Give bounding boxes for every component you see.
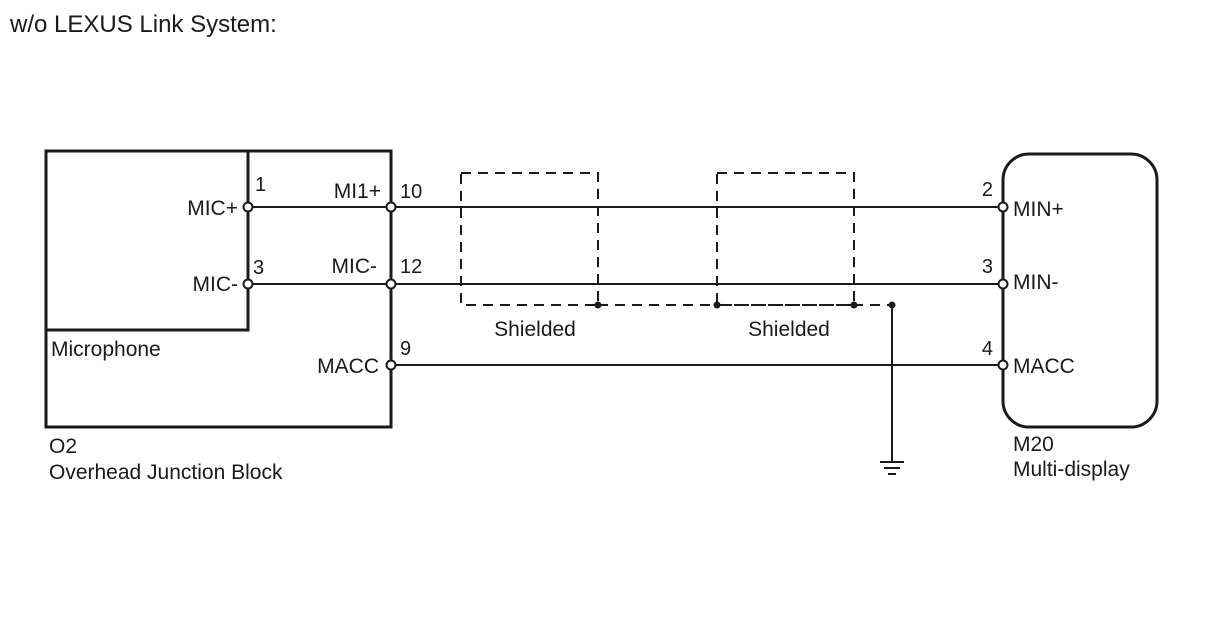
multi-display-code: M20 xyxy=(1013,433,1054,456)
pin-number-jb-mic-minus: 12 xyxy=(400,256,422,278)
pin-number-min-minus: 3 xyxy=(982,256,993,278)
terminal-jb-mic-minus xyxy=(385,278,397,290)
junction-block-name: Overhead Junction Block xyxy=(49,461,283,484)
terminal-mic-minus xyxy=(242,278,254,290)
shield-label-1: Shielded xyxy=(494,318,576,341)
multi-display-box xyxy=(1001,152,1159,429)
shield-junction-dot xyxy=(850,301,858,309)
junction-block-code: O2 xyxy=(49,435,77,458)
microphone-box xyxy=(46,149,250,332)
diagram-title: w/o LEXUS Link System: xyxy=(9,11,277,38)
pin-name-mic-plus: MIC+ xyxy=(187,197,238,220)
pin-number-min-plus: 2 xyxy=(982,179,993,201)
pin-name-min-minus: MIN- xyxy=(1013,271,1059,294)
terminal-min-minus xyxy=(997,278,1009,290)
terminal-mi1-plus xyxy=(385,201,397,213)
shield-junction-dot xyxy=(594,301,602,309)
microphone-label: Microphone xyxy=(51,338,161,361)
pin-number-md-macc: 4 xyxy=(982,338,993,360)
multi-display-name: Multi-display xyxy=(1013,458,1130,481)
pin-name-jb-macc: MACC xyxy=(317,355,379,378)
terminal-jb-macc xyxy=(385,359,397,371)
pin-number-jb-macc: 9 xyxy=(400,338,411,360)
shield-label-2: Shielded xyxy=(748,318,830,341)
pin-name-mi1-plus: MI1+ xyxy=(334,180,381,203)
terminal-min-plus xyxy=(997,201,1009,213)
pin-name-min-plus: MIN+ xyxy=(1013,198,1064,221)
terminal-mic-plus xyxy=(242,201,254,213)
terminal-md-macc xyxy=(997,359,1009,371)
pin-number-mic-minus: 3 xyxy=(253,257,264,279)
shield-2 xyxy=(716,172,855,306)
pin-name-md-macc: MACC xyxy=(1013,355,1075,378)
pin-number-mic-plus: 1 xyxy=(255,174,266,196)
shield-junction-dot xyxy=(713,301,721,309)
pin-name-mic-minus: MIC- xyxy=(193,273,239,296)
ground-icon xyxy=(880,461,904,475)
shield-1 xyxy=(460,172,599,306)
pin-name-jb-mic-minus: MIC- xyxy=(332,255,378,278)
pin-number-mi1-plus: 10 xyxy=(400,181,422,203)
